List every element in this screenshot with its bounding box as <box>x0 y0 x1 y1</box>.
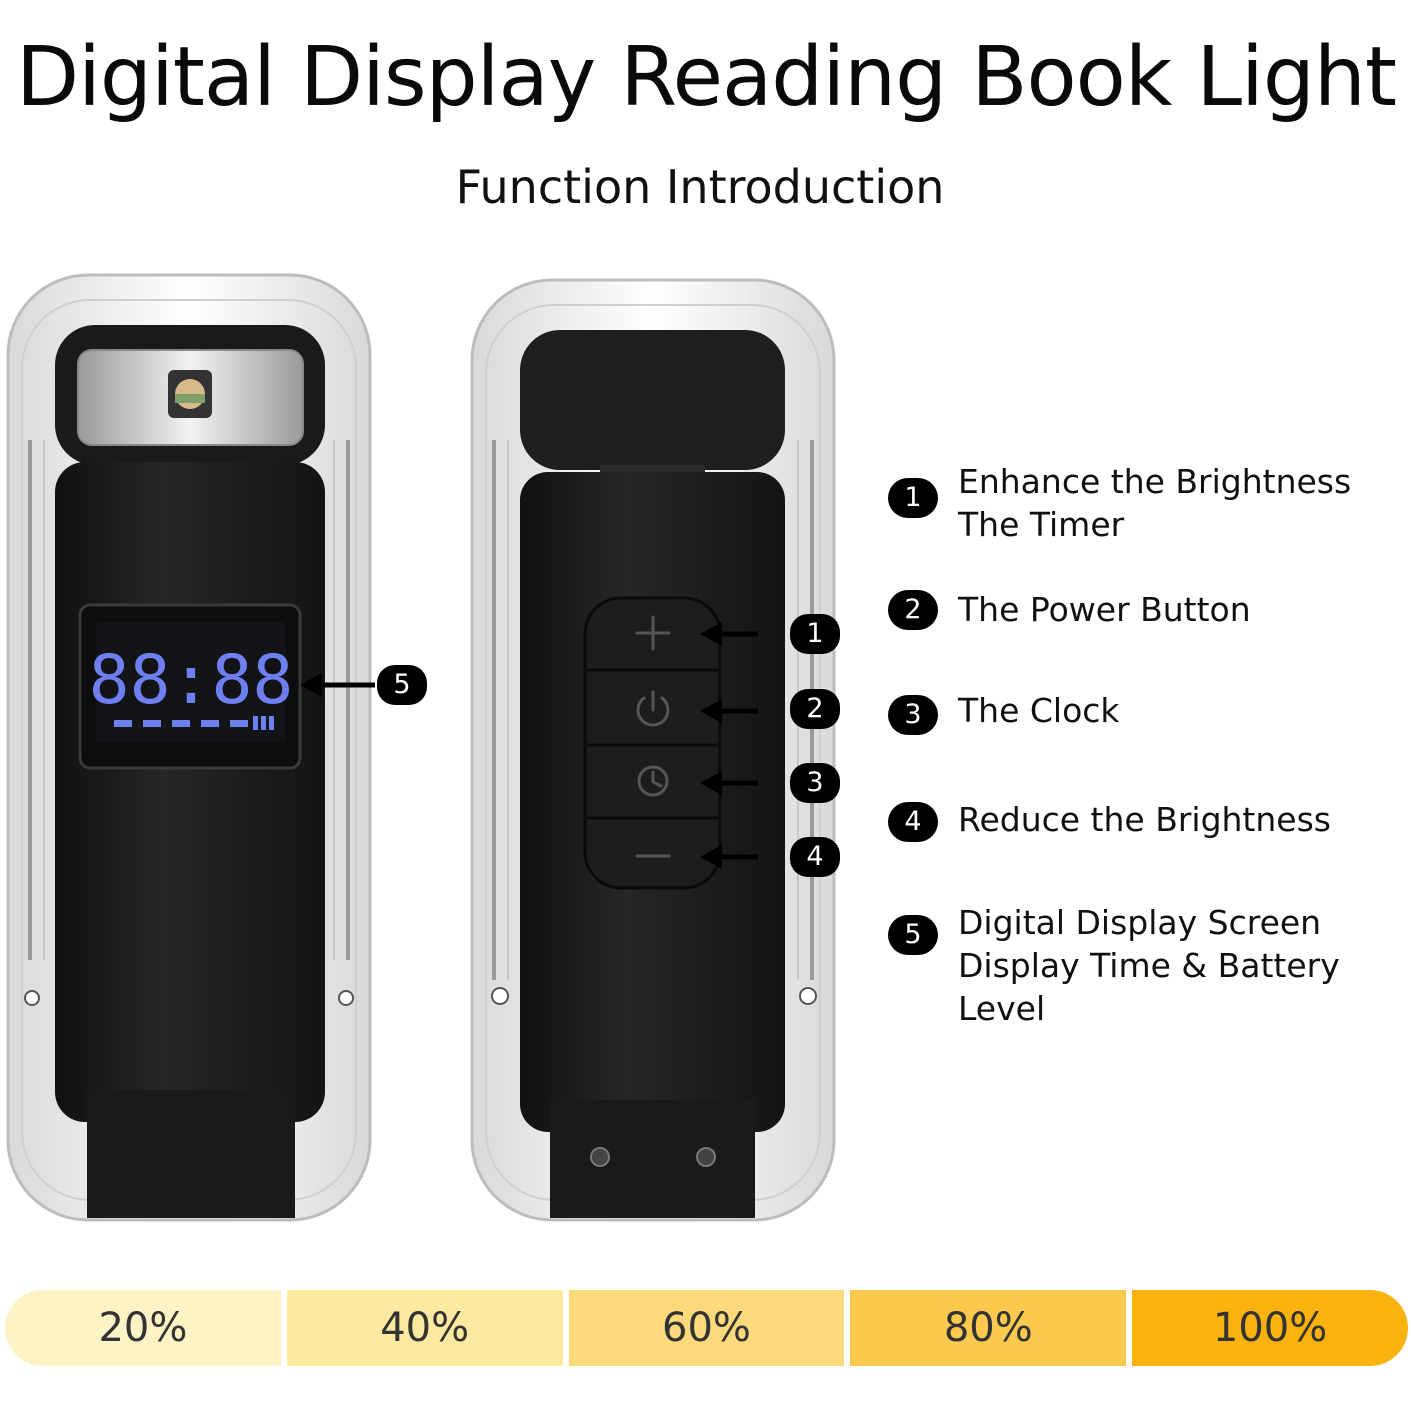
plus-icon <box>635 615 671 651</box>
badge-display: 5 <box>377 665 427 705</box>
badge-button-3: 3 <box>790 763 840 803</box>
callout-badge: 1 <box>888 478 938 518</box>
callout-line: The Power Button <box>958 590 1251 629</box>
callout-line: The Timer <box>958 505 1125 544</box>
brightness-60: 60% <box>568 1290 851 1366</box>
back-view-device <box>470 278 836 1222</box>
callout-line: Enhance the Brightness <box>958 462 1352 501</box>
brightness-20: 20% <box>5 1290 287 1366</box>
page-title: Digital Display Reading Book Light <box>15 30 1397 125</box>
brightness-scale: 20% 40% 60% 80% 100% <box>5 1290 1408 1366</box>
callout-3: 3 The Clock <box>888 691 1120 735</box>
callout-2: 2 The Power Button <box>888 590 1251 631</box>
clock-icon <box>637 765 669 797</box>
page-subtitle: Function Introduction <box>455 160 945 214</box>
callout-badge: 2 <box>888 590 938 630</box>
lcd-digits: 88:88 <box>89 641 294 720</box>
brightness-80: 80% <box>850 1290 1133 1366</box>
brightness-40: 40% <box>286 1290 569 1366</box>
badge-button-4: 4 <box>790 837 840 877</box>
callout-line: Reduce the Brightness <box>958 800 1331 839</box>
callout-badge: 5 <box>888 915 938 955</box>
callout-1: 1 Enhance the Brightness The Timer <box>888 462 1351 546</box>
front-view-device: 88:88 <box>6 273 375 1222</box>
battery-level-bar <box>114 716 274 730</box>
brightness-100: 100% <box>1132 1290 1408 1366</box>
power-icon <box>636 690 670 727</box>
callout-5: 5 Digital Display Screen Display Time & … <box>888 903 1412 1030</box>
callout-4: 4 Reduce the Brightness <box>888 800 1331 842</box>
badge-button-1: 1 <box>790 614 840 654</box>
callout-badge: 3 <box>888 695 938 735</box>
badge-button-2: 2 <box>790 689 840 729</box>
callout-badge: 4 <box>888 802 938 842</box>
callout-line: Display Time & Battery Level <box>958 946 1340 1028</box>
callout-line: Digital Display Screen <box>958 903 1322 942</box>
callout-line: The Clock <box>958 691 1120 730</box>
